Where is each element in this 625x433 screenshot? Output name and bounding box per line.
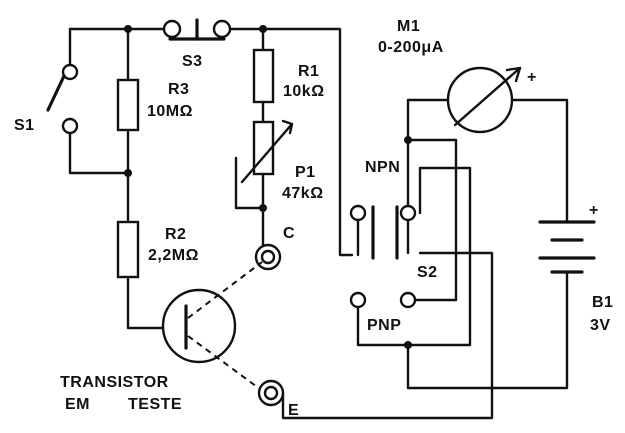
wire-p1-wiper <box>234 156 265 210</box>
label-r1-value: 10kΩ <box>283 83 325 100</box>
p1-wiper-arrow <box>240 119 294 184</box>
switch-s2 <box>349 204 417 309</box>
label-transistor-line1: TRANSISTOR <box>60 374 169 391</box>
label-c-terminal: C <box>283 225 296 242</box>
wire-pnp-battery <box>406 270 569 390</box>
label-m1-range: 0-200μA <box>378 39 444 56</box>
battery-b1 <box>538 220 596 274</box>
label-pnp: PNP <box>367 317 402 334</box>
meter-m1 <box>446 66 522 134</box>
wire-top-right <box>228 27 354 257</box>
junction-r3-r2 <box>124 169 132 177</box>
label-b1-name: B1 <box>592 294 614 311</box>
label-r2-value: 2,2MΩ <box>148 247 199 264</box>
label-npn: NPN <box>365 159 401 176</box>
resistor-r1 <box>252 48 275 104</box>
junction-r1 <box>259 25 267 33</box>
label-e-terminal: E <box>288 402 300 419</box>
label-b1-plus: + <box>589 202 599 219</box>
transistor-under-test <box>161 261 265 393</box>
label-r3-name: R3 <box>168 81 190 98</box>
label-m1-name: M1 <box>397 18 421 35</box>
label-transistor-em: EM <box>65 396 90 413</box>
switch-s3 <box>162 18 232 41</box>
resistor-r2 <box>116 220 140 279</box>
label-s3: S3 <box>182 53 203 70</box>
wire-npn-loop <box>406 138 458 302</box>
resistor-r3 <box>116 78 140 132</box>
wire-meter-right <box>510 98 569 224</box>
label-s1: S1 <box>14 117 35 134</box>
wire-s1-bottom <box>68 131 130 175</box>
label-r2-name: R2 <box>165 226 187 243</box>
label-transistor-teste: TESTE <box>128 396 183 413</box>
wire-s2-right-loop <box>356 166 472 347</box>
label-r1-name: R1 <box>298 63 320 80</box>
label-p1-name: P1 <box>295 164 316 181</box>
terminal-c <box>254 243 282 271</box>
junction-top-left <box>124 25 132 33</box>
switch-s1 <box>46 63 79 135</box>
wire-meter-left <box>406 98 450 142</box>
terminal-e <box>257 379 285 407</box>
label-b1-value: 3V <box>590 317 611 334</box>
label-m1-plus: + <box>527 69 537 86</box>
wire-e-return <box>281 251 494 420</box>
label-p1-value: 47kΩ <box>282 185 324 202</box>
label-r3-value: 10MΩ <box>147 103 193 120</box>
label-s2: S2 <box>417 264 438 281</box>
